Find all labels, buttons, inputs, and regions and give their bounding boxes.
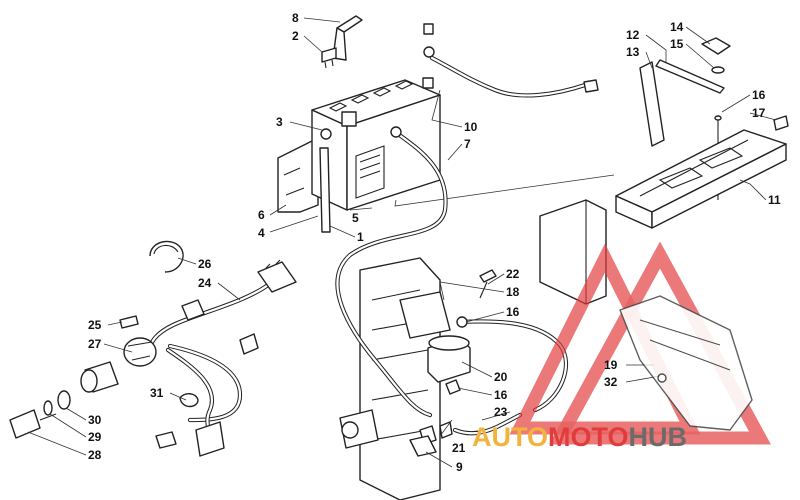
- callout-20: 20: [494, 370, 508, 384]
- callout-8: 8: [292, 11, 299, 25]
- callout-31: 31: [150, 386, 164, 400]
- callout-16-top: 16: [752, 88, 766, 102]
- callout-1: 1: [357, 230, 364, 244]
- plug-31: [179, 393, 199, 408]
- fuse-25: [119, 315, 139, 329]
- wiring-harness-24: [147, 259, 297, 457]
- bracket-13: [639, 61, 665, 147]
- watermark-logo: [509, 241, 771, 445]
- screw-17: [773, 115, 789, 131]
- callout-21: 21: [452, 441, 466, 455]
- screw-16-middle: [456, 316, 468, 328]
- watermark-auto: AUTO: [472, 422, 548, 452]
- battery-1: [311, 77, 441, 211]
- leader-tray-link: [394, 174, 615, 207]
- clip-26: [149, 240, 184, 273]
- callout-29: 29: [88, 430, 102, 444]
- callout-12: 12: [626, 28, 640, 42]
- callout-10: 10: [464, 120, 478, 134]
- wing-nut-14: [701, 37, 731, 55]
- callout-3: 3: [276, 115, 283, 129]
- callout-9: 9: [456, 460, 463, 474]
- callouts: 8 2 3 6 5 4 1 10 7 12 13 14 15 16 17 11 …: [88, 11, 781, 474]
- callout-7: 7: [464, 137, 471, 151]
- terminal-cap-9: [409, 435, 437, 457]
- nut-16-lower: [445, 379, 461, 395]
- bracket-12: [655, 59, 725, 94]
- washer-15: [711, 66, 725, 74]
- callout-15: 15: [670, 37, 684, 51]
- callout-26: 26: [198, 257, 212, 271]
- callout-27: 27: [88, 337, 102, 351]
- callout-16-middle: 16: [506, 305, 520, 319]
- watermark-text: AUTOMOTOHUB: [472, 422, 687, 452]
- callout-32: 32: [604, 375, 618, 389]
- callout-6: 6: [258, 208, 265, 222]
- callout-5: 5: [352, 211, 359, 225]
- callout-22: 22: [506, 267, 520, 281]
- starter-solenoid-20: [427, 335, 471, 390]
- washer-29: [43, 400, 53, 416]
- callout-30: 30: [88, 413, 102, 427]
- callout-2: 2: [292, 29, 299, 43]
- callout-4: 4: [258, 226, 265, 240]
- nut-30: [57, 390, 71, 410]
- battery-strap-4: [319, 147, 331, 233]
- callout-18: 18: [506, 285, 520, 299]
- cable-10: [423, 23, 599, 98]
- watermark-hub: HUB: [629, 422, 688, 452]
- callout-28: 28: [88, 448, 102, 462]
- callout-23: 23: [494, 405, 508, 419]
- leader-lines: [27, 17, 777, 468]
- screw-3: [320, 128, 332, 140]
- frame-bracket: [339, 257, 451, 500]
- callout-25: 25: [88, 318, 102, 332]
- cable-7: [335, 126, 448, 418]
- bolt-22: [479, 269, 497, 299]
- callout-17: 17: [752, 106, 766, 120]
- key-28: [9, 409, 57, 439]
- callout-11: 11: [768, 193, 781, 207]
- callout-19: 19: [604, 358, 618, 372]
- callout-13: 13: [626, 45, 640, 59]
- callout-14: 14: [670, 20, 684, 34]
- callout-16-lower: 16: [494, 388, 508, 402]
- callout-24: 24: [198, 276, 212, 290]
- screw-2: [321, 47, 337, 69]
- battery-tray-11: [615, 129, 787, 229]
- ignition-switch-27: [80, 337, 157, 393]
- terminal-cover-8: [332, 15, 363, 61]
- watermark-moto: MOTO: [548, 422, 629, 452]
